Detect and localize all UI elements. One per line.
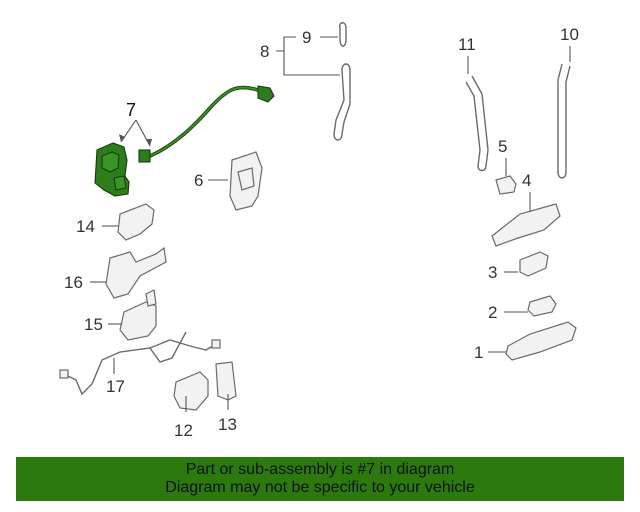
part-15-striker[interactable] xyxy=(119,289,157,341)
callout-12: 12 xyxy=(174,396,193,440)
callout-5: 5 xyxy=(498,137,507,176)
callout-7-label: 7 xyxy=(126,100,136,120)
callout-17: 17 xyxy=(106,358,125,396)
part-5-grommet[interactable] xyxy=(495,175,517,195)
part-9-rod[interactable] xyxy=(338,22,347,47)
callout-3: 3 xyxy=(488,263,518,282)
callout-16: 16 xyxy=(64,273,106,292)
callout-4: 4 xyxy=(522,171,531,212)
info-banner: Part or sub-assembly is #7 in diagram Di… xyxy=(16,457,624,501)
part-10-rod[interactable] xyxy=(557,63,571,179)
callout-14-label: 14 xyxy=(76,217,95,236)
callout-1-label: 1 xyxy=(474,343,483,362)
banner-line-1: Part or sub-assembly is #7 in diagram xyxy=(185,461,455,478)
part-2-cap[interactable] xyxy=(527,295,557,317)
part-16-check-link[interactable] xyxy=(105,246,167,299)
callout-11: 11 xyxy=(458,35,476,74)
part-6-bracket[interactable] xyxy=(229,151,263,211)
callout-10-label: 10 xyxy=(560,25,579,44)
callout-9-label: 9 xyxy=(302,28,311,47)
part-8-rod[interactable] xyxy=(333,63,351,141)
part-1-outside-handle[interactable] xyxy=(505,321,577,361)
part-14-bracket[interactable] xyxy=(117,203,155,241)
part-4-handle-assembly[interactable] xyxy=(491,203,561,247)
callout-13-label: 13 xyxy=(218,415,237,434)
part-11-rod[interactable] xyxy=(465,75,489,172)
callout-4-label: 4 xyxy=(522,171,531,190)
callout-15: 15 xyxy=(84,315,122,334)
callout-7: 7 xyxy=(119,100,152,147)
exploded-parts-diagram: 7 8 9 6 14 16 xyxy=(59,22,579,440)
callout-10: 10 xyxy=(560,25,579,62)
part-13-handle[interactable] xyxy=(215,361,237,401)
callout-12-label: 12 xyxy=(174,421,193,440)
callout-13: 13 xyxy=(218,394,237,434)
part-12-bracket[interactable] xyxy=(173,371,209,411)
callout-2: 2 xyxy=(488,303,528,322)
banner-line-2: Diagram may not be specific to your vehi… xyxy=(165,479,475,496)
part-17-wire-harness[interactable] xyxy=(59,331,221,396)
callout-1: 1 xyxy=(474,343,506,362)
part-3-cover[interactable] xyxy=(519,251,549,277)
callout-8-9: 8 9 xyxy=(260,28,340,76)
callout-14: 14 xyxy=(76,217,118,236)
part-7-door-latch[interactable] xyxy=(94,85,275,197)
callout-6-label: 6 xyxy=(194,171,203,190)
callout-5-label: 5 xyxy=(498,137,507,156)
callout-8-label: 8 xyxy=(260,42,269,61)
callout-11-label: 11 xyxy=(458,35,476,54)
callout-3-label: 3 xyxy=(488,263,497,282)
callout-16-label: 16 xyxy=(64,273,83,292)
callout-15-label: 15 xyxy=(84,315,103,334)
callout-2-label: 2 xyxy=(488,303,497,322)
callout-17-label: 17 xyxy=(106,377,125,396)
callout-6: 6 xyxy=(194,171,228,190)
